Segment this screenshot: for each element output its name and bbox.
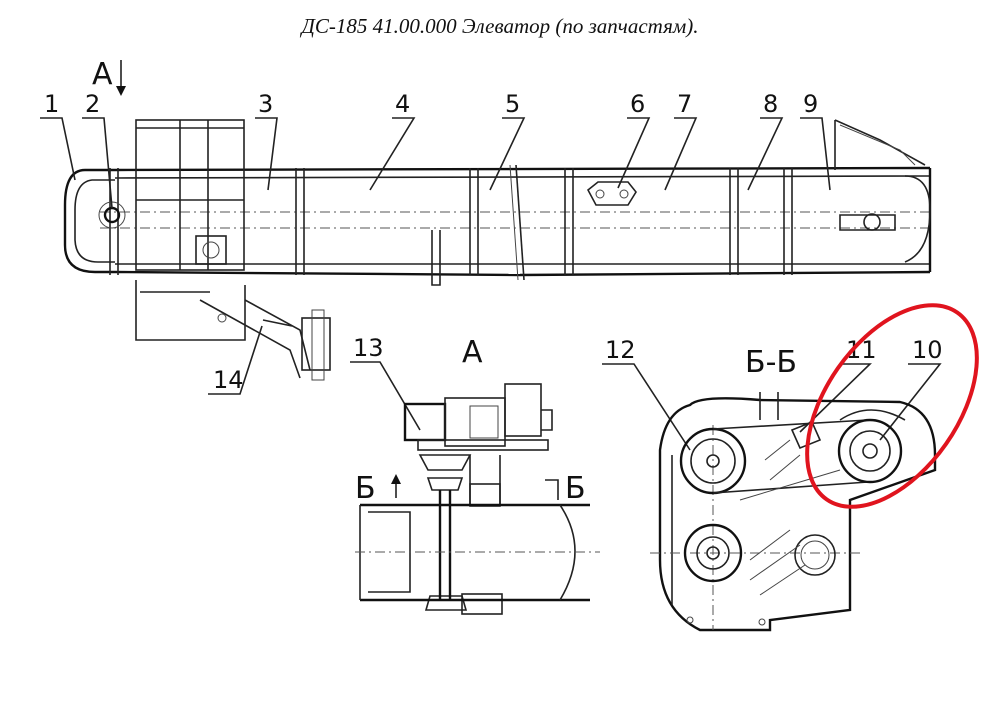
callout-10: 10 xyxy=(912,336,943,364)
callouts-main: 1 2 3 4 5 6 7 8 9 14 xyxy=(40,90,831,395)
view-a-drive-detail: А 13 Б Б xyxy=(350,334,600,615)
cut-mark-right-label: Б xyxy=(565,471,586,506)
callout-5: 5 xyxy=(505,90,520,118)
callout-2: 2 xyxy=(85,90,100,118)
callout-8: 8 xyxy=(763,90,778,118)
view-a-arrow: А xyxy=(92,57,126,96)
callout-12: 12 xyxy=(605,336,636,364)
elevator-side-view xyxy=(63,119,932,381)
section-bb: Б-Б 12 11 10 xyxy=(602,336,943,632)
section-bb-title: Б-Б xyxy=(745,345,797,380)
highlight-ellipse-part-10 xyxy=(805,303,979,509)
callout-1: 1 xyxy=(44,90,59,118)
view-a-title: А xyxy=(462,335,483,370)
callout-14: 14 xyxy=(213,366,244,394)
callout-9: 9 xyxy=(803,90,818,118)
callout-4: 4 xyxy=(395,90,410,118)
callout-13: 13 xyxy=(353,334,384,362)
callout-7: 7 xyxy=(677,90,692,118)
view-a-arrow-label: А xyxy=(92,57,113,92)
callout-6: 6 xyxy=(630,90,645,118)
cut-mark-left-label: Б xyxy=(355,471,376,506)
callout-3: 3 xyxy=(258,90,273,118)
drawing-title: ДС-185 41.00.000 Элеватор (по запчастям)… xyxy=(301,14,699,38)
